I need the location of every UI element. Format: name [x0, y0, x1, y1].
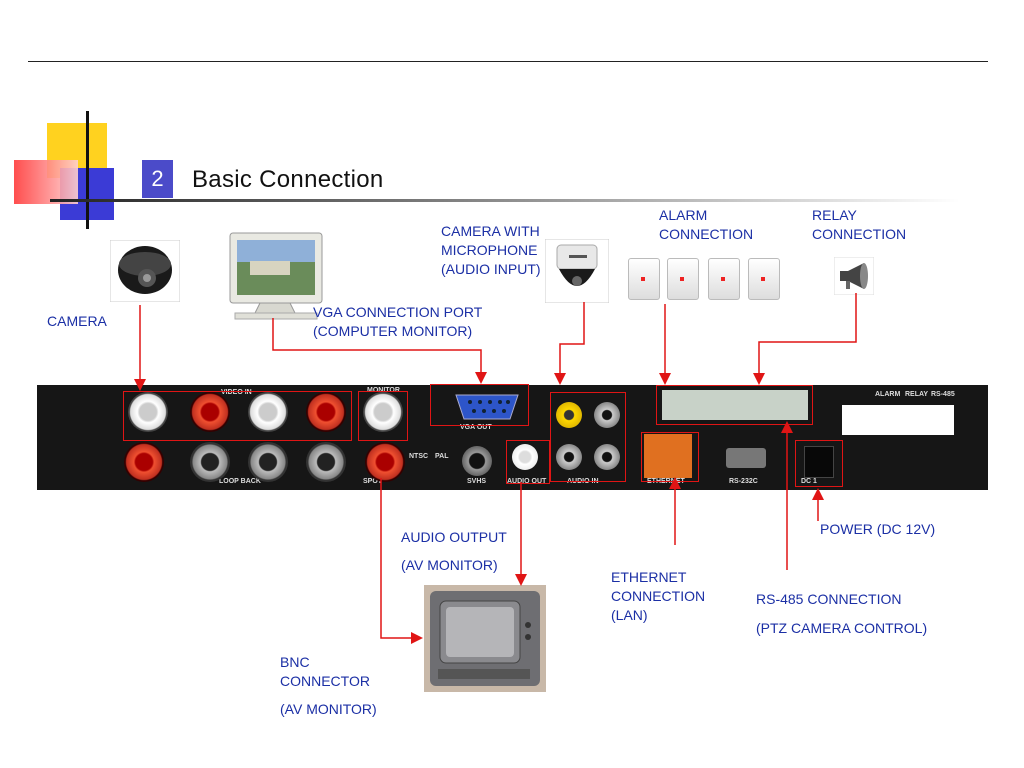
- audio-out-highlight: [506, 440, 550, 484]
- ptz-camera-icon: [545, 239, 609, 303]
- panel-label-relay: RELAY: [905, 391, 929, 398]
- top-rule: [28, 61, 988, 62]
- video-in-bnc-3: [248, 392, 288, 432]
- siren-speaker-icon: [834, 257, 874, 295]
- title-underline: [50, 199, 960, 202]
- panel-label-spot: SPOT: [363, 478, 383, 485]
- vga-highlight: [430, 384, 529, 426]
- decor-red-gradient: [14, 160, 78, 204]
- terminal-block: [662, 390, 808, 420]
- label-alarm-line2: CONNECTION: [659, 226, 754, 242]
- video-in-highlight: [123, 391, 352, 441]
- vga-port-icon: [455, 394, 519, 420]
- label-ethernet-line3: (LAN): [611, 607, 648, 623]
- panel-label-ntsc: NTSC: [409, 453, 429, 460]
- label-camera-mic-line1: CAMERA WITH: [441, 223, 540, 239]
- av-monitor-tv-icon: [424, 585, 546, 692]
- slide-title: Basic Connection: [192, 166, 384, 193]
- label-camera-mic-line2: MICROPHONE: [441, 242, 538, 258]
- dc-power-jack: [804, 446, 834, 478]
- panel-label-dc: DC 1: [801, 478, 817, 485]
- alarm-sensor-icon: [628, 258, 660, 300]
- label-ethernet-line2: CONNECTION: [611, 588, 706, 604]
- video-in-bnc-2: [190, 392, 230, 432]
- label-rs485-line2: (PTZ CAMERA CONTROL): [756, 620, 928, 636]
- monitor-bnc: [363, 392, 403, 432]
- label-camera-mic-line3: (AUDIO INPUT): [441, 261, 541, 277]
- alarm-relay-terminal-block: [842, 405, 954, 435]
- loop-back-bnc-2: [190, 442, 230, 482]
- loop-back-bnc-1: [124, 442, 164, 482]
- label-power: POWER (DC 12V): [820, 521, 936, 537]
- panel-label-rs485: RS-485: [931, 391, 955, 398]
- label-audio-out-line2: (AV MONITOR): [401, 557, 498, 573]
- power-highlight: [795, 440, 843, 487]
- loop-back-bnc-4: [306, 442, 346, 482]
- label-bnc-line1: BNC: [280, 654, 310, 670]
- label-ethernet-line1: ETHERNET: [611, 569, 687, 585]
- panel-label-svhs: SVHS: [467, 478, 487, 485]
- audio-in-rca-1: [556, 402, 582, 428]
- terminal-highlight: [656, 385, 813, 425]
- audio-out-rca: [512, 444, 538, 470]
- label-relay-line2: CONNECTION: [812, 226, 907, 242]
- ethernet-port: [644, 434, 692, 478]
- section-number: 2: [142, 160, 173, 198]
- alarm-sensor-icon: [708, 258, 740, 300]
- video-in-bnc-1: [128, 392, 168, 432]
- monitor-highlight: [358, 391, 408, 441]
- rs232c-port: [726, 448, 766, 468]
- audio-in-rca-3: [594, 402, 620, 428]
- dome-camera-icon: [110, 240, 180, 302]
- label-audio-out-line1: AUDIO OUTPUT: [401, 529, 507, 545]
- label-vga-line1: VGA CONNECTION PORT: [313, 304, 483, 320]
- panel-label-rs232c: RS-232C: [729, 478, 758, 485]
- label-relay-line1: RELAY: [812, 207, 857, 223]
- label-alarm-line1: ALARM: [659, 207, 708, 223]
- spot-bnc: [365, 442, 405, 482]
- panel-label-pal: PAL: [435, 453, 449, 460]
- alarm-sensor-icon: [667, 258, 699, 300]
- audio-in-highlight: [550, 392, 626, 482]
- video-in-bnc-4: [306, 392, 346, 432]
- label-bnc-line2: CONNECTOR: [280, 673, 370, 689]
- audio-in-rca-4: [594, 444, 620, 470]
- panel-label-vga-out: VGA OUT: [460, 424, 492, 431]
- panel-label-loop-back: LOOP BACK: [219, 478, 261, 485]
- decor-vertical-line: [86, 111, 89, 229]
- label-camera: CAMERA: [47, 313, 107, 329]
- loop-back-bnc-3: [248, 442, 288, 482]
- panel-label-audio-out: AUDIO OUT: [507, 478, 547, 485]
- label-vga-line2: (COMPUTER MONITOR): [313, 323, 473, 339]
- panel-label-monitor: MONITOR: [367, 387, 400, 394]
- label-bnc-line3: (AV MONITOR): [280, 701, 377, 717]
- alarm-sensor-icon: [748, 258, 780, 300]
- audio-in-rca-2: [556, 444, 582, 470]
- svhs-port: [462, 446, 492, 476]
- computer-monitor-icon: [229, 232, 323, 320]
- label-rs485-line1: RS-485 CONNECTION: [756, 591, 902, 607]
- panel-label-alarm: ALARM: [875, 391, 901, 398]
- panel-label-video-in: VIDEO IN: [221, 389, 252, 396]
